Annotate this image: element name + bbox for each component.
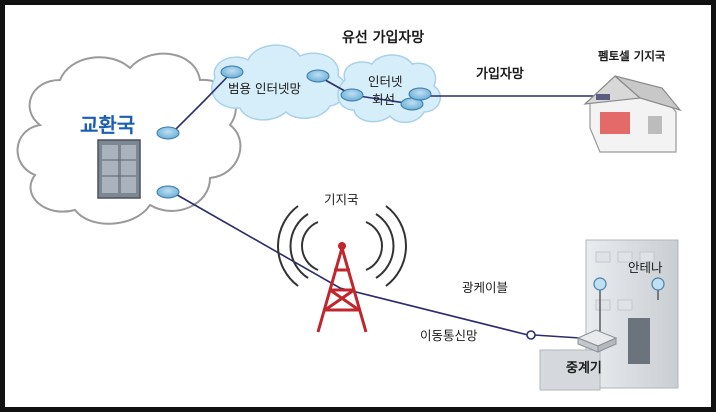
line-exchange-to-internet [171, 71, 233, 134]
building-icon [539, 239, 679, 391]
server-rack-icon [97, 139, 141, 199]
cable-junction-icon [526, 330, 536, 340]
internet-line-label-2: 회선 [372, 92, 395, 107]
house-icon [583, 75, 682, 153]
tower-icon [277, 205, 407, 333]
antenna-icon [593, 277, 607, 291]
line-to-repeater [533, 334, 581, 339]
mobile-network-label: 이동통신망 [420, 328, 478, 343]
optical-cable-label: 광케이블 [462, 280, 508, 295]
router-icon [156, 185, 180, 199]
public-internet-label: 범용 인터넷망 [228, 81, 301, 96]
antenna-icon [651, 277, 665, 291]
exchange-cloud [16, 52, 242, 225]
repeater-device-icon [576, 329, 618, 353]
router-icon [156, 126, 180, 140]
antenna-label: 안테나 [628, 260, 663, 275]
base-station-label: 기지국 [324, 192, 359, 207]
repeater-label: 중계기 [566, 361, 602, 376]
exchange-label: 교환국 [80, 113, 135, 137]
wired-access-label: 유선 가입자망 [342, 29, 424, 46]
router-icon [340, 88, 364, 102]
line-mobile [171, 191, 529, 336]
router-icon [306, 69, 330, 83]
router-icon [408, 87, 432, 101]
internet-line-label-1: 인터넷 [368, 74, 403, 89]
router-icon [220, 65, 244, 79]
femtocell-label: 펨토셀 기지국 [598, 49, 666, 63]
access-network-label: 가입자망 [476, 66, 524, 82]
